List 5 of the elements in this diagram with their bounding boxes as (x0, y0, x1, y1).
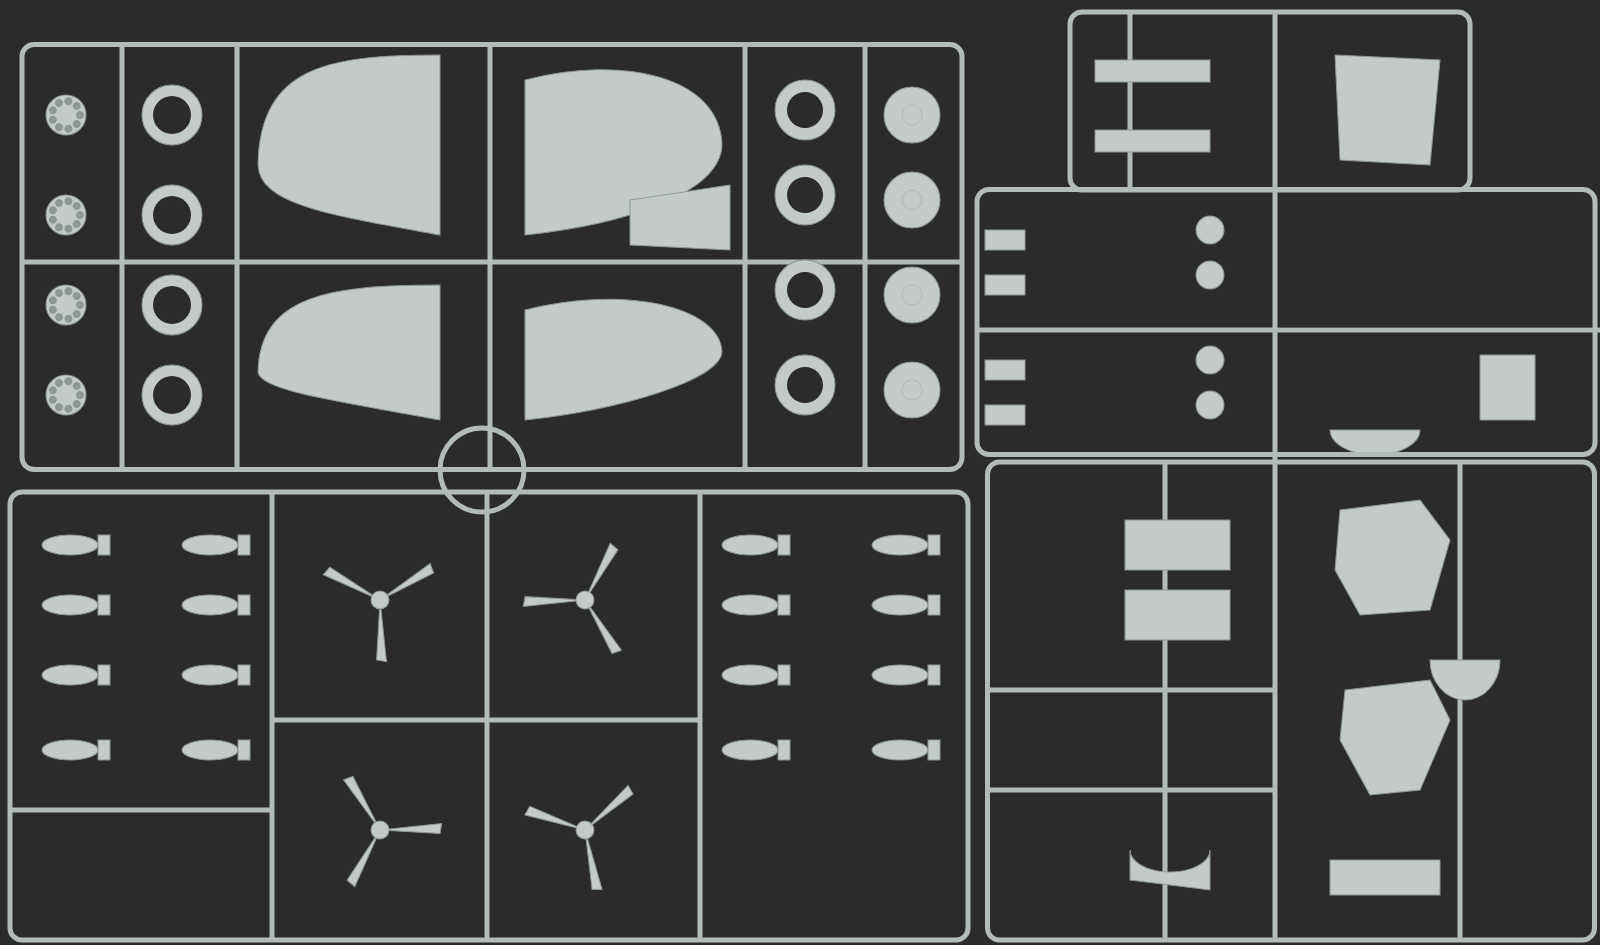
sprue-frame (19, 42, 965, 472)
sprue-frame (985, 459, 1597, 943)
sprue-frame (7, 489, 971, 943)
sprue-frame (974, 187, 1598, 457)
sprue-frame (1067, 9, 1473, 193)
